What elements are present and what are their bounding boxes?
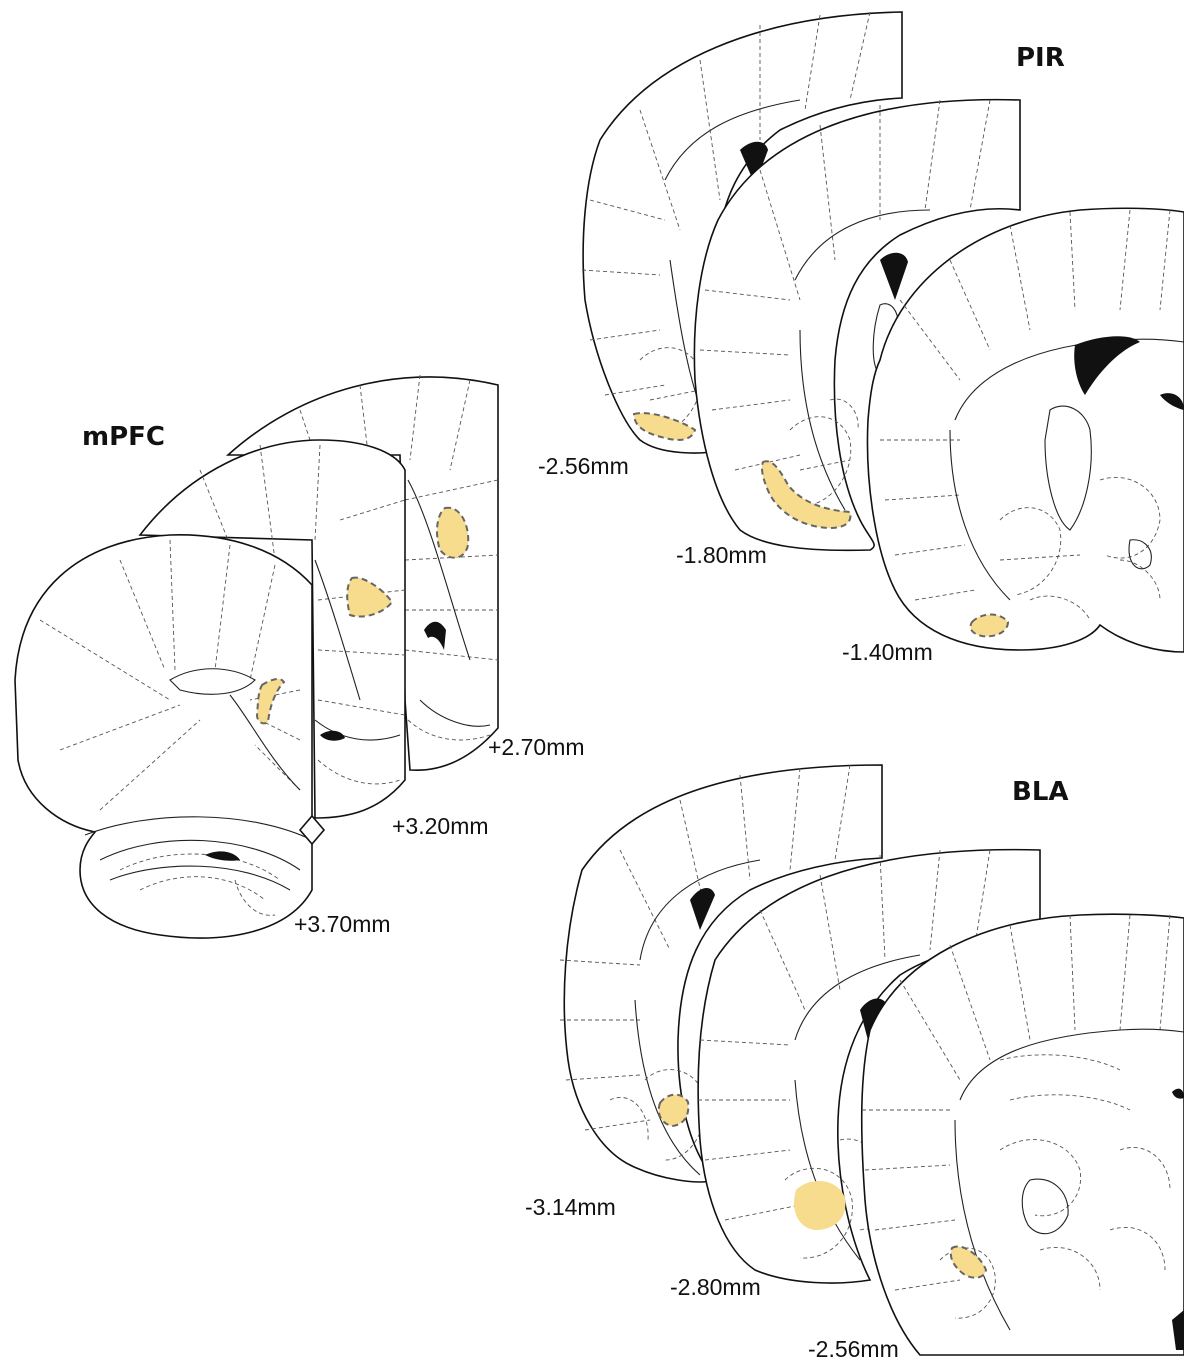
mpfc-title: mPFC	[82, 422, 165, 452]
pir-level-1-40: -1.40mm	[842, 639, 933, 665]
bla-highlight-3-14	[657, 1093, 690, 1128]
bla-section-3-14	[559, 764, 883, 1183]
mpfc-section-3-20	[138, 439, 406, 819]
bla-group: BLA -2.56mm -2.80mm -3.14mm	[525, 764, 1184, 1362]
pir-level-2-56: -2.56mm	[538, 453, 629, 479]
mpfc-group: mPFC +2.70mm +3.20mm +3.70mm	[14, 374, 585, 939]
pir-title: PIR	[1016, 43, 1065, 73]
pir-section-1-40	[866, 207, 1184, 653]
mpfc-section-2-70	[225, 374, 499, 771]
pir-section-1-80	[693, 98, 1021, 552]
pir-group: PIR -1.40mm -1.80mm -2.56mm	[538, 11, 1184, 665]
pir-highlight-1-80	[760, 460, 852, 530]
mpfc-section-3-70	[14, 534, 326, 939]
bla-highlight-2-56	[949, 1245, 988, 1279]
mpfc-level-3-20: +3.20mm	[392, 813, 489, 839]
mpfc-highlight-2-70	[436, 506, 470, 559]
bla-highlight-2-80	[794, 1180, 846, 1230]
pir-level-1-80: -1.80mm	[676, 542, 767, 568]
bla-section-2-56	[860, 913, 1184, 1356]
bla-title: BLA	[1012, 777, 1069, 807]
bla-level-2-56: -2.56mm	[808, 1336, 899, 1362]
mpfc-level-2-70: +2.70mm	[488, 734, 585, 760]
bla-level-2-80: -2.80mm	[670, 1274, 761, 1300]
bla-level-3-14: -3.14mm	[525, 1194, 616, 1220]
pir-highlight-1-40	[969, 613, 1010, 638]
mpfc-highlight-3-70	[255, 677, 286, 725]
pir-highlight-2-56	[632, 412, 697, 441]
mpfc-highlight-3-20	[346, 576, 394, 618]
mpfc-level-3-70: +3.70mm	[294, 911, 391, 937]
